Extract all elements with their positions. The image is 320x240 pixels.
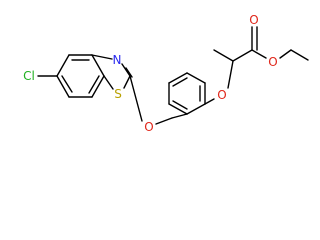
bond: [56, 54, 70, 77]
bond: [56, 75, 70, 98]
bond: [91, 54, 105, 77]
phenylene-ring: [168, 72, 206, 119]
structure-canvas: Cl N S O O O O: [23, 13, 309, 134]
molecule-drawing: Cl N S O O O O: [23, 13, 309, 134]
bond: [232, 49, 253, 62]
bond: [168, 72, 188, 84]
bond-o-ethyl: [279, 49, 292, 59]
bond-ester: [251, 49, 267, 59]
bond: [186, 103, 206, 115]
carbonyl-oxygen-atom: O: [249, 13, 258, 27]
double-bond-inner: [61, 75, 73, 93]
bond: [121, 63, 131, 77]
sulfur-atom: S: [114, 87, 122, 101]
bond: [168, 103, 188, 115]
chlorine-atom: Cl: [23, 69, 35, 83]
bond: [186, 72, 206, 84]
ether-oxygen-atom: O: [144, 120, 153, 134]
double-bond-inner: [88, 75, 100, 94]
ester-oxygen-atom: O: [268, 55, 277, 69]
bond: [91, 54, 113, 60]
bond: [91, 75, 105, 98]
bond-o-c: [227, 60, 234, 89]
double-bond-inner: [125, 67, 133, 78]
bond-ethyl: [290, 49, 309, 61]
double-bond-inner: [172, 100, 188, 110]
nitrogen-atom: N: [113, 53, 122, 67]
bond: [103, 75, 114, 90]
phenoxy-oxygen-atom: O: [217, 88, 226, 102]
bond-c-o: [129, 75, 143, 122]
thiazole-ring: [91, 54, 133, 90]
bond: [171, 113, 188, 119]
benzo-ring: [56, 54, 105, 98]
bond-o-c: [155, 117, 173, 125]
double-bond-inner: [172, 77, 188, 87]
bond-c-o: [204, 98, 215, 105]
bond: [123, 75, 131, 89]
bond-methyl: [213, 49, 234, 62]
